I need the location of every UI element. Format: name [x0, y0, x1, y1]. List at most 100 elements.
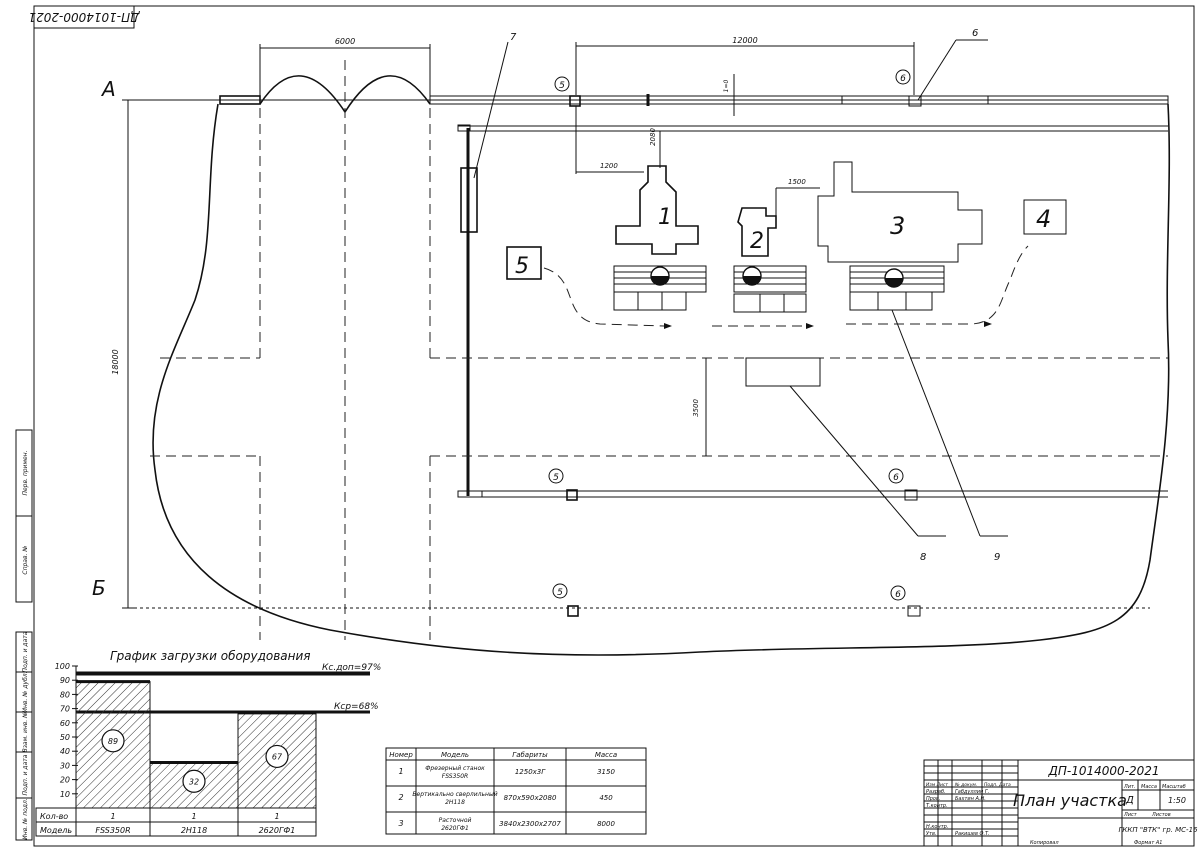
tb-razrab: Разраб.	[926, 789, 946, 795]
spec-cell-model-line2: FSS350R	[442, 773, 468, 780]
y-axis-ticks: 100 90 80 70 60 50 40 30 20 10	[55, 662, 78, 799]
flipped-code-stamp: ДП-1014000-2021	[28, 5, 141, 29]
tb-org: ГККП "ВТК" гр. МС-16	[1119, 826, 1199, 834]
zone-4-label: 4	[1036, 205, 1051, 233]
side-stamps: Перв. примен. Справ. № Подп. и дата Инв.…	[15, 429, 33, 841]
plan-break-outline	[152, 103, 1171, 656]
load-value-circle	[101, 729, 125, 753]
tb-sheet: Лист	[1123, 812, 1138, 818]
tb-lit: Лит.	[1123, 784, 1136, 790]
zone-box-4	[1023, 199, 1067, 235]
callout-6a: 6	[900, 74, 906, 84]
machine-3-label: 3	[890, 212, 905, 240]
spec-cell-mass: 8000	[597, 820, 615, 828]
bar-model-label: 2Н118	[181, 826, 207, 835]
stamp-dubl: Инв. № дубл.	[22, 671, 29, 712]
callout-6c: 6	[895, 590, 901, 600]
stamp-vzam: Взам. инв. №	[22, 712, 29, 753]
kc-avg-label: Кср=68%	[334, 702, 379, 712]
spec-cell-mass: 450	[599, 794, 613, 802]
columns	[566, 95, 922, 617]
stamp-sprav: Справ. №	[22, 545, 29, 574]
spec-h-mass: Масса	[595, 751, 617, 759]
tb-scale-val: 1:50	[1168, 796, 1186, 805]
bar-count-label: 1	[191, 812, 196, 821]
callout-5a: 5	[559, 81, 565, 91]
spec-cell-num: 2	[398, 793, 403, 802]
floor-plan: А Б 18000 6000 12000 1=0	[92, 28, 1171, 656]
row-model-label: Модель	[40, 826, 72, 835]
workplace-2	[733, 265, 807, 313]
y-tick-label: 10	[60, 790, 70, 799]
spec-cell-model: Расточной	[439, 817, 472, 824]
dim-2080: 2080	[649, 128, 657, 146]
y-tick-label: 100	[55, 662, 70, 671]
workplace-1	[613, 265, 707, 311]
title-left-grid	[924, 760, 1018, 846]
callout-8: 8	[920, 552, 926, 563]
inspection-table	[745, 357, 821, 387]
bar-model-label: FSS350R	[95, 826, 130, 835]
machine-1-outline	[615, 165, 699, 255]
tb-podp: Подп. Дата	[984, 782, 1011, 788]
kc-norm-label: Кс.доп=97%	[322, 663, 381, 673]
tb-code: ДП-1014000-2021	[1047, 764, 1159, 778]
y-tick-label: 60	[60, 719, 70, 728]
spec-h-num: Номер	[389, 751, 413, 759]
spec-cell-num: 1	[398, 767, 403, 776]
spec-cell-model: Фрезерный станок	[425, 765, 485, 772]
dim-3500: 3500	[692, 399, 700, 417]
zone-5-label: 5	[515, 254, 529, 279]
load-value-circle	[265, 744, 289, 769]
stamp-perv: Перв. примен.	[22, 450, 29, 495]
tb-prov-name: Бахтин А.Н.	[955, 796, 986, 802]
load-chart: График загрузки оборудования Кс.доп=97% …	[35, 649, 381, 837]
tb-lit-val: Д	[1125, 795, 1134, 806]
spec-cell-model-line2: 2Н118	[445, 799, 465, 806]
tb-tkontr: Т.контр.	[926, 803, 948, 809]
tb-izm: Изм Лист	[926, 782, 948, 788]
y-tick-label: 90	[60, 676, 70, 685]
tb-copied: Копировал	[1030, 840, 1059, 846]
y-tick-label: 20	[60, 776, 70, 785]
bar-count-label: 1	[110, 812, 115, 821]
tb-nkontr: Н.контр.	[926, 824, 948, 830]
load-value-label: 89	[108, 737, 118, 746]
spec-h-size: Габариты	[512, 751, 548, 759]
tb-razrab-name: Габдуллин Г.	[955, 789, 989, 795]
title-block: Изм Лист № докум. Подп. Дата Разраб. Габ…	[923, 759, 1199, 847]
y-tick-label: 40	[60, 747, 70, 756]
y-tick-label: 30	[60, 761, 70, 770]
tb-utv: Утв.	[926, 831, 937, 837]
dim-1500: 1500	[788, 178, 806, 186]
spec-cell-mass: 3150	[597, 768, 615, 776]
stamp-podp2: Подп. и дата	[22, 631, 29, 672]
axis-a-label: А	[100, 77, 116, 101]
stamp-inv: Инв. № подл.	[22, 798, 29, 839]
spec-h-model: Модель	[441, 751, 469, 759]
stamp-podp1: Подп. и дата	[22, 754, 29, 795]
tb-name: План участка	[1013, 791, 1127, 810]
zone-box-5	[506, 246, 542, 280]
material-flow-path	[543, 245, 1029, 327]
flipped-code-text: ДП-1014000-2021	[28, 10, 140, 24]
callout-5b: 5	[553, 473, 559, 483]
machine-2-outline	[737, 207, 777, 257]
y-tick-label: 80	[60, 690, 70, 699]
tb-sheets: Листов	[1151, 812, 1171, 818]
spec-cell-size: 3840х2300х2707	[499, 820, 561, 828]
bar-model-label: 2620ГФ1	[259, 826, 296, 835]
spec-table: Номер Модель Габариты Масса 1 Фрезерный с…	[385, 747, 647, 835]
row-count-label: Кол-во	[40, 812, 68, 821]
machine-1-label: 1	[658, 205, 672, 230]
y-tick-label: 50	[60, 733, 70, 742]
y-tick-label: 70	[60, 705, 70, 714]
sheet-frame	[33, 5, 1195, 847]
callout-7: 7	[510, 32, 517, 43]
load-value-label: 32	[189, 777, 199, 786]
tb-mass: Масса	[1141, 784, 1157, 790]
machine-3-outline	[817, 161, 983, 263]
